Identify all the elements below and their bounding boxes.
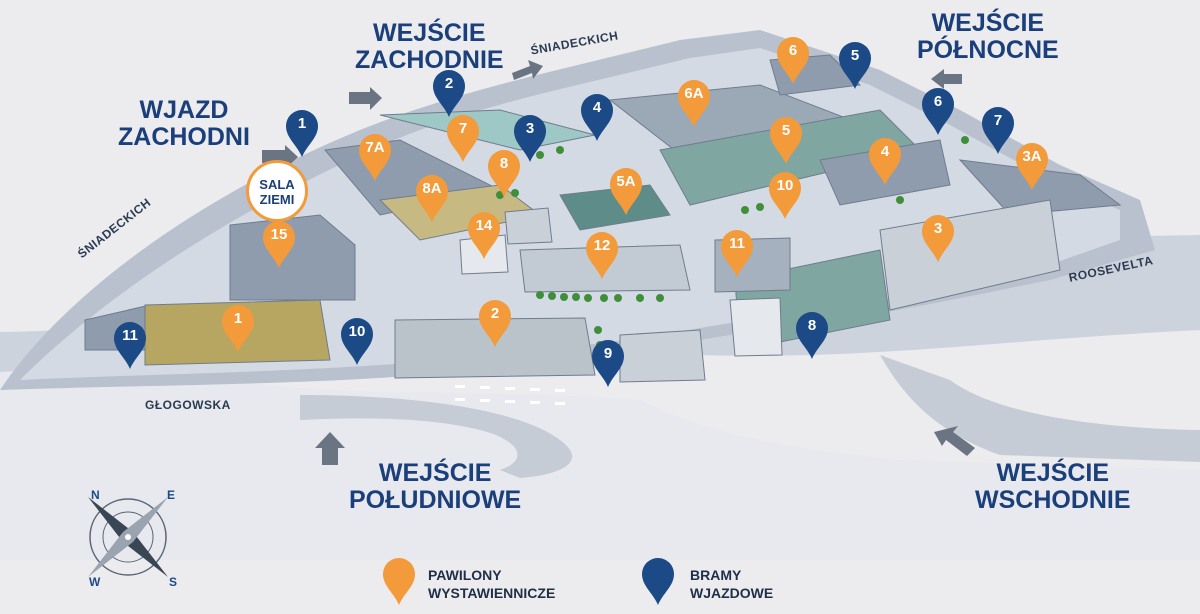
- gate-marker-label: 3: [525, 120, 535, 137]
- pavilion-marker-label: 5: [781, 122, 791, 139]
- pavilion-marker-11[interactable]: 11: [720, 230, 754, 278]
- pavilion-marker-label: 2: [490, 305, 500, 322]
- pavilion-marker-label: 3: [933, 220, 943, 237]
- pavilion-marker-label: 8: [499, 155, 509, 172]
- gate-marker-label: 11: [122, 327, 138, 344]
- gate-marker-label: 1: [297, 115, 307, 132]
- gate-marker-5[interactable]: 5: [838, 42, 872, 90]
- pavilion-marker-label: 14: [475, 217, 493, 234]
- pavilion-marker-2[interactable]: 2: [478, 300, 512, 348]
- gate-marker-label: 4: [592, 99, 602, 116]
- pavilion-marker-5[interactable]: 5: [769, 117, 803, 165]
- gate-marker-label: 7: [993, 112, 1003, 129]
- entrance-south: WEJŚCIE POŁUDNIOWE: [349, 459, 522, 514]
- entrance-east: WEJŚCIE WSCHODNIE: [975, 459, 1131, 514]
- pavilion-marker-6[interactable]: 6: [776, 37, 810, 85]
- pavilion-marker-label: 8A: [422, 180, 442, 197]
- pavilion-marker-4[interactable]: 4: [868, 138, 902, 186]
- pavilion-marker-5a[interactable]: 5A: [609, 168, 643, 216]
- pavilion-marker-12[interactable]: 12: [585, 232, 619, 280]
- pavilion-marker-label: 4: [880, 143, 890, 160]
- pavilion-marker-label: 1: [233, 310, 243, 327]
- gate-marker-9[interactable]: 9: [591, 340, 625, 388]
- gate-marker-label: 9: [603, 345, 613, 362]
- pavilion-marker-10[interactable]: 10: [768, 172, 802, 220]
- gate-marker-label: 2: [444, 75, 454, 92]
- pavilion-marker-label: 3A: [1022, 148, 1042, 165]
- pavilion-marker-15[interactable]: 15: [262, 221, 296, 269]
- pavilion-marker-label: 12: [593, 237, 611, 254]
- gate-marker-3[interactable]: 3: [513, 115, 547, 163]
- pavilion-marker-label: 6: [788, 42, 798, 59]
- gate-marker-4[interactable]: 4: [580, 94, 614, 142]
- gate-marker-2[interactable]: 2: [432, 70, 466, 118]
- entrance-west-drive: WJAZD ZACHODNI: [118, 96, 250, 151]
- pavilion-marker-label: 7A: [365, 139, 385, 156]
- legend-gates-label: BRAMY WJAZDOWE: [690, 567, 774, 601]
- compass-south: S: [169, 575, 178, 589]
- compass-west: W: [89, 575, 101, 589]
- compass-east: E: [167, 488, 176, 502]
- compass-north: N: [91, 488, 101, 502]
- sala-ziemi-badge[interactable]: SALA ZIEMI: [246, 160, 308, 222]
- pavilion-marker-label: 11: [729, 235, 745, 252]
- gate-marker-label: 10: [348, 323, 366, 340]
- gate-marker-8[interactable]: 8: [795, 312, 829, 360]
- pavilion-marker-label: 15: [270, 226, 288, 243]
- pavilion-marker-14[interactable]: 14: [467, 212, 501, 260]
- gate-marker-10[interactable]: 10: [340, 318, 374, 366]
- gate-marker-1[interactable]: 1: [285, 110, 319, 158]
- pavilion-marker-1[interactable]: 1: [221, 305, 255, 353]
- pavilion-marker-6a[interactable]: 6A: [677, 80, 711, 128]
- gate-marker-6[interactable]: 6: [921, 88, 955, 136]
- pavilion-marker-8[interactable]: 8: [487, 150, 521, 198]
- gate-marker-label: 6: [933, 93, 943, 110]
- legend-pavilion-pin-icon: [382, 558, 416, 606]
- gate-marker-label: 8: [807, 317, 817, 334]
- entrance-west: WEJŚCIE ZACHODNIE: [355, 19, 504, 74]
- gate-marker-label: 5: [850, 47, 860, 64]
- legend-gate-pin-icon: [641, 558, 675, 606]
- pavilion-marker-8a[interactable]: 8A: [415, 175, 449, 223]
- pavilion-marker-label: 5A: [616, 173, 636, 190]
- legend-pavilions-label: PAWILONY WYSTAWIENNICZE: [428, 567, 556, 601]
- entrance-north: WEJŚCIE PÓŁNOCNE: [917, 9, 1059, 64]
- gate-marker-7[interactable]: 7: [981, 107, 1015, 155]
- gate-marker-11[interactable]: 11: [113, 322, 147, 370]
- pavilion-marker-label: 10: [776, 177, 794, 194]
- pavilion-marker-3a[interactable]: 3A: [1015, 143, 1049, 191]
- pavilion-marker-3[interactable]: 3: [921, 215, 955, 263]
- pavilion-marker-label: 6A: [684, 85, 704, 102]
- street-glogowska: GŁOGOWSKA: [145, 398, 231, 412]
- pavilion-marker-7[interactable]: 7: [446, 115, 480, 163]
- pavilion-marker-7a[interactable]: 7A: [358, 134, 392, 182]
- pavilion-marker-label: 7: [458, 120, 468, 137]
